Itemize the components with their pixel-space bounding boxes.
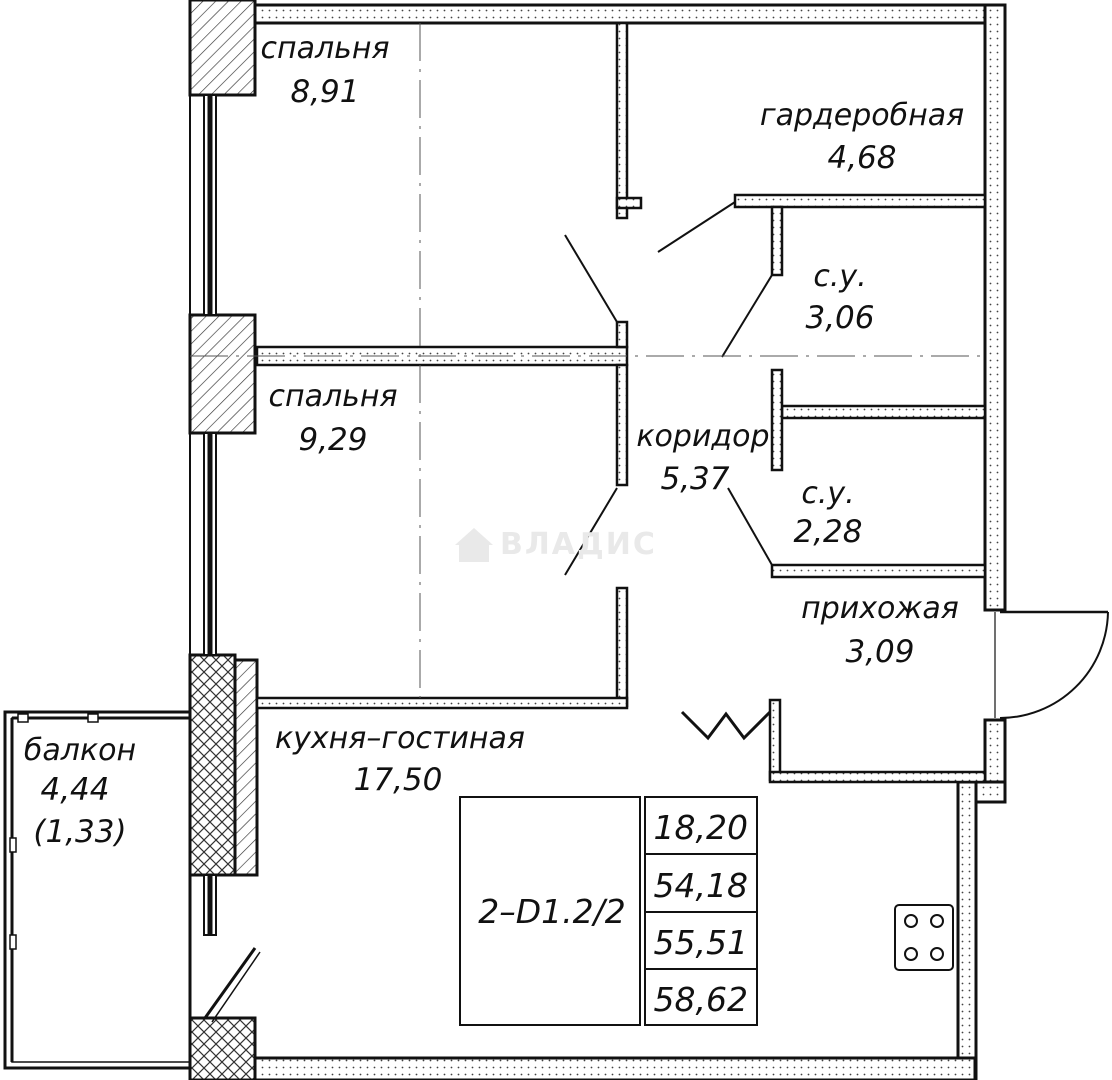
room-area-bathroom-1: 3,06 [805,300,874,336]
room-area-balcony-reduced: (1,33) [33,814,126,850]
room-name-wardrobe: гардеробная [760,98,964,133]
windows [203,94,217,936]
summary-labels: 2–D1.2/2 18,20 54,18 55,51 58,62 [478,808,748,1019]
room-area-bedroom-2: 9,29 [298,422,367,458]
room-name-balcony: балкон [24,733,136,768]
door-swings [564,201,1109,741]
room-name-bedroom-2: спальня [268,379,397,414]
watermark: ВЛАДИС [455,527,657,562]
room-area-kitchen-living: 17,50 [354,762,443,798]
room-name-bathroom-2: с.у. [801,476,854,511]
room-area-balcony: 4,44 [40,772,109,808]
room-area-bedroom-1: 8,91 [290,74,359,110]
watermark-text: ВЛАДИС [500,527,657,562]
apartment-code: 2–D1.2/2 [478,892,626,931]
stove-icon [894,904,954,971]
room-area-hallway: 3,09 [845,634,914,670]
room-name-bedroom-1: спальня [260,31,389,66]
room-area-wardrobe: 4,68 [827,140,896,176]
exterior-walls [253,3,1007,1080]
room-area-bathroom-2: 2,28 [793,514,862,550]
room-name-kitchen-living: кухня–гостиная [275,721,525,756]
summary-value-4: 58,62 [654,980,748,1019]
room-name-corridor: коридор [636,419,769,454]
room-name-bathroom-1: с.у. [813,259,866,294]
balcony [3,710,261,1070]
room-labels: спальня 8,91 гардеробная 4,68 с.у. 3,06 … [24,31,964,850]
room-area-corridor: 5,37 [660,461,729,497]
summary-value-3: 55,51 [654,923,748,962]
summary-value-2: 54,18 [654,866,748,905]
axis-lines [190,23,985,698]
room-name-hallway: прихожая [801,591,959,626]
summary-value-1: 18,20 [654,808,748,847]
facade-piers [188,0,259,1080]
interior-walls [255,21,987,784]
summary-table [459,796,758,1026]
